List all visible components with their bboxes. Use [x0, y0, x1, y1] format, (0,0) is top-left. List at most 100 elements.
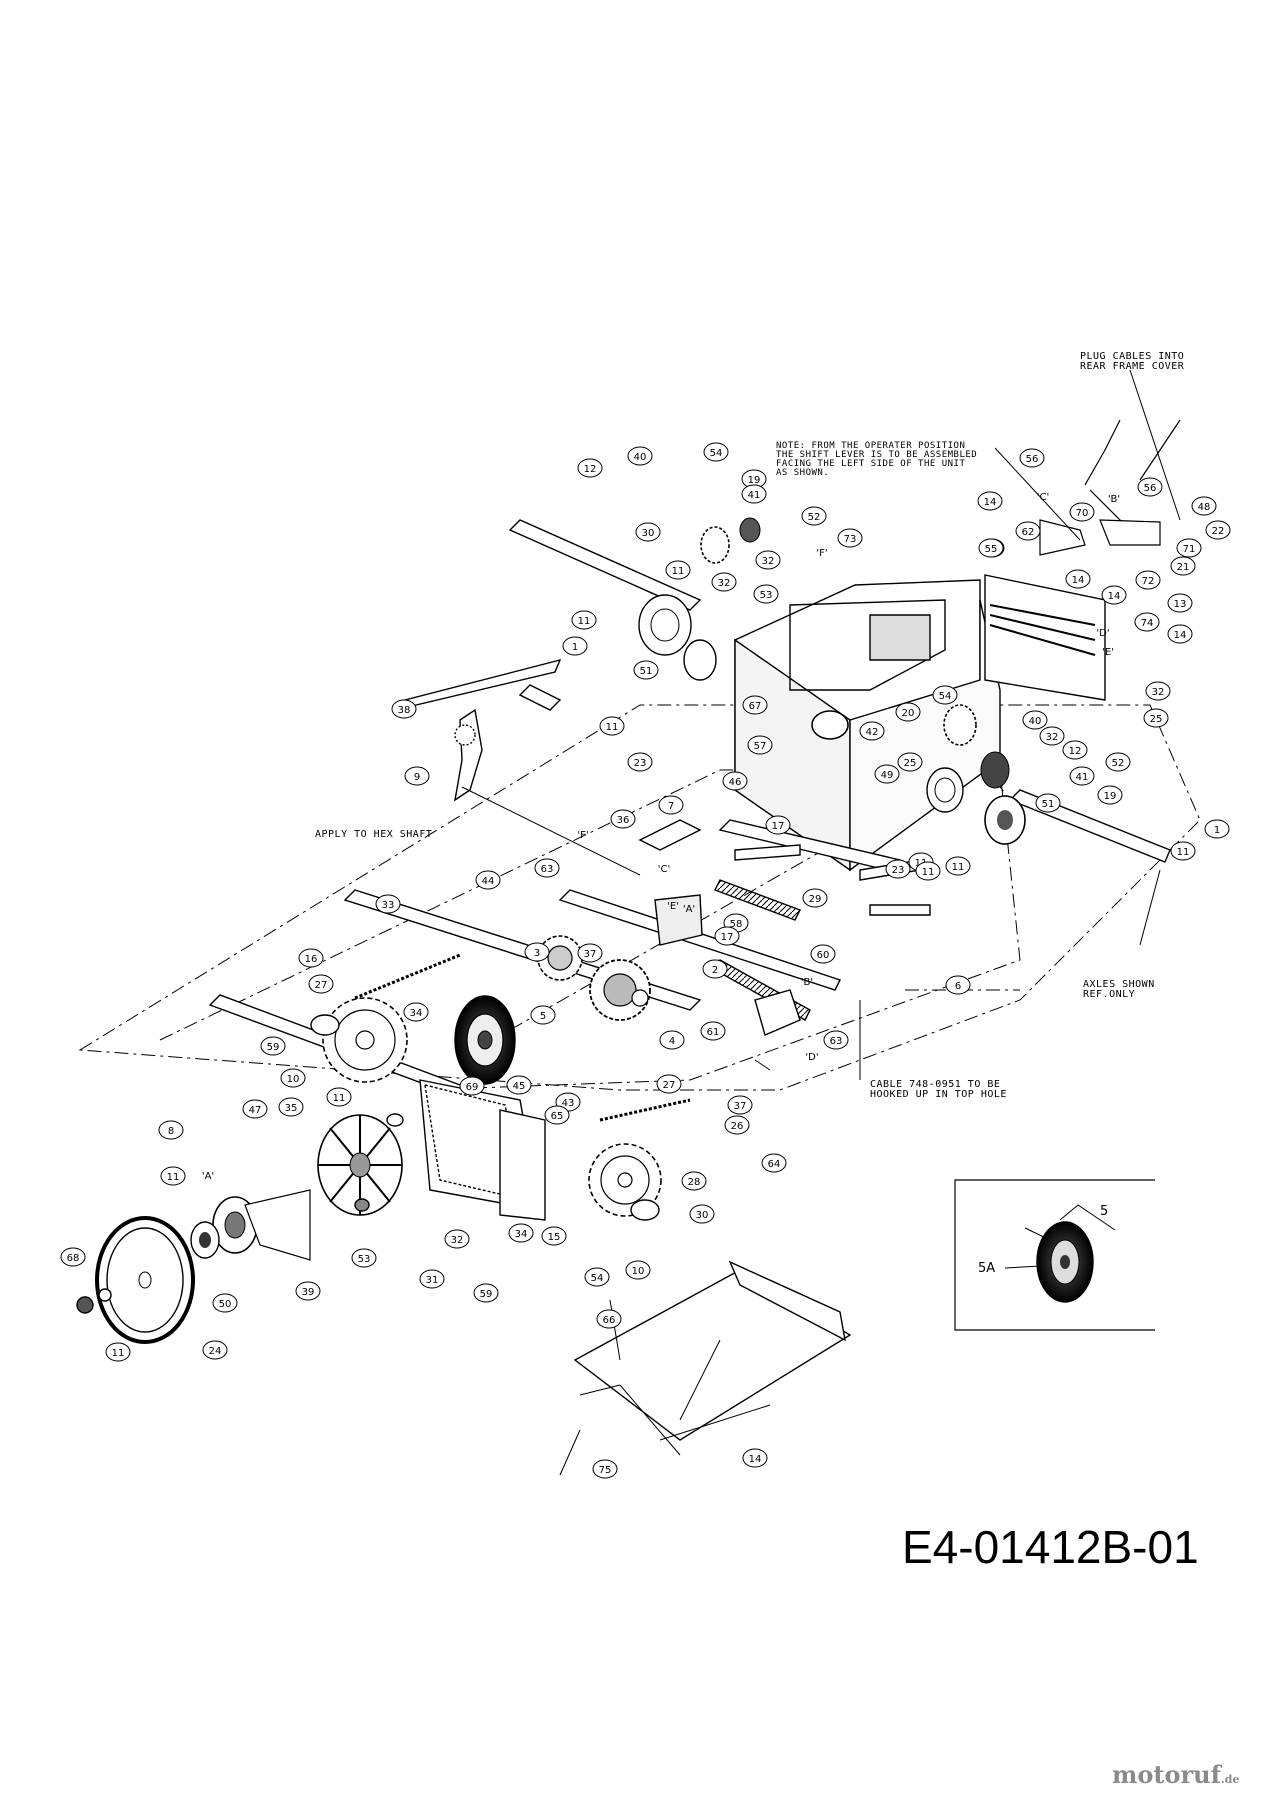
callout-bubble — [658, 795, 684, 815]
part-number-callout: 51 — [1035, 793, 1061, 813]
callout-bubble — [541, 1226, 567, 1246]
callout-bubble — [802, 888, 828, 908]
watermark-name: motoruf — [1112, 1760, 1221, 1789]
callout-text: 60 — [817, 950, 830, 961]
callout-bubble — [801, 506, 827, 526]
callout-bubble — [1022, 710, 1048, 730]
callout-text: 12 — [584, 464, 597, 475]
part-number-callout: 68 — [60, 1247, 86, 1267]
callout-text: 26 — [731, 1121, 744, 1132]
callout-bubble — [506, 1075, 532, 1095]
callout-bubble — [202, 1340, 228, 1360]
callout-bubble — [278, 1097, 304, 1117]
inset-part-label: 5 — [1100, 1204, 1108, 1219]
callout-bubble — [1170, 841, 1196, 861]
callout-text: 11 — [333, 1093, 346, 1104]
reference-letter-label: 'C' — [658, 864, 670, 875]
callout-text: 'D' — [805, 1052, 818, 1063]
callout-text: 75 — [599, 1465, 612, 1476]
callout-bubble — [351, 1248, 377, 1268]
reference-letter-label: 'E' — [667, 901, 679, 912]
callout-bubble — [308, 974, 334, 994]
callout-bubble — [212, 1293, 238, 1313]
callout-text: 20 — [902, 708, 915, 719]
callout-bubble — [932, 685, 958, 705]
callout-text: 11 — [672, 566, 685, 577]
callout-text: 59 — [480, 1289, 493, 1300]
drive-chains — [354, 953, 691, 1122]
part-number-callout: 32 — [711, 572, 737, 592]
part-number-callout: 32 — [444, 1229, 470, 1249]
callout-bubble — [810, 944, 836, 964]
reference-letter-label: 'A' — [202, 1171, 214, 1182]
callout-text: 40 — [1029, 716, 1042, 727]
callout-bubble — [592, 1459, 618, 1479]
part-number-callout: 12 — [577, 458, 603, 478]
callout-bubble — [722, 771, 748, 791]
part-number-callout: 25 — [897, 752, 923, 772]
callout-text: 43 — [562, 1098, 575, 1109]
reference-letter-label: 'F' — [577, 830, 588, 841]
callout-bubble — [1062, 740, 1088, 760]
part-number-callout: 52 — [801, 506, 827, 526]
part-number-callout: 28 — [681, 1171, 707, 1191]
callout-text: 33 — [382, 900, 395, 911]
part-number-callout: 16 — [298, 948, 324, 968]
friction-wheel — [454, 995, 516, 1085]
callout-text: 58 — [730, 919, 743, 930]
callout-text: 30 — [642, 528, 655, 539]
part-number-callout: 19 — [1097, 785, 1123, 805]
part-number-callout: 63 — [823, 1030, 849, 1050]
shift-cables — [1039, 419, 1181, 556]
callout-bubble — [689, 1204, 715, 1224]
callout-bubble — [885, 859, 911, 879]
callout-text: 1 — [572, 642, 578, 653]
callout-bubble — [544, 1105, 570, 1125]
callout-bubble — [859, 721, 885, 741]
note-plug-cables: PLUG CABLES INTO REAR FRAME COVER — [1080, 351, 1185, 372]
callout-bubble — [724, 1115, 750, 1135]
callout-bubble — [755, 550, 781, 570]
part-number-callout: 29 — [802, 888, 828, 908]
callout-text: 14 — [984, 497, 997, 508]
callout-text: 6 — [955, 981, 961, 992]
part-number-callout: 32 — [1145, 681, 1171, 701]
callout-bubble — [978, 538, 1004, 558]
part-number-callout: 41 — [1069, 766, 1095, 786]
callout-text: 72 — [1142, 576, 1155, 587]
part-number-callout: 1 — [1204, 819, 1230, 839]
callout-text: 71 — [1183, 544, 1196, 555]
callout-bubble — [665, 560, 691, 580]
sprocket-left — [322, 997, 408, 1083]
part-number-callout: 40 — [627, 446, 653, 466]
callout-text: 14 — [1072, 575, 1085, 586]
part-number-callout: 27 — [656, 1074, 682, 1094]
part-number-callout: 52 — [1105, 752, 1131, 772]
callout-text: 53 — [760, 590, 773, 601]
callout-bubble — [599, 716, 625, 736]
callout-text: 23 — [892, 865, 905, 876]
callout-text: 3 — [534, 948, 540, 959]
callout-text: 11 — [1177, 847, 1190, 858]
callout-bubble — [1101, 585, 1127, 605]
callout-bubble — [584, 1267, 610, 1287]
callout-bubble — [711, 572, 737, 592]
callout-text: 'E' — [667, 901, 679, 912]
callout-text: 32 — [451, 1235, 464, 1246]
callout-text: 38 — [398, 705, 411, 716]
callout-bubble — [1205, 520, 1231, 540]
callout-text: 57 — [754, 741, 767, 752]
callout-text: 'F' — [816, 548, 827, 559]
drive-plate — [317, 1114, 403, 1216]
part-number-callout: 14 — [1065, 569, 1091, 589]
part-number-callout: 10 — [625, 1260, 651, 1280]
part-number-callout: 36 — [610, 809, 636, 829]
callout-bubble — [1105, 752, 1131, 772]
part-number-callout: 14 — [742, 1448, 768, 1468]
part-number-callout: 10 — [280, 1068, 306, 1088]
part-number-callout: 42 — [859, 721, 885, 741]
callout-text: 10 — [287, 1074, 300, 1085]
part-number-callout: 30 — [635, 522, 661, 542]
callout-bubble — [508, 1223, 534, 1243]
